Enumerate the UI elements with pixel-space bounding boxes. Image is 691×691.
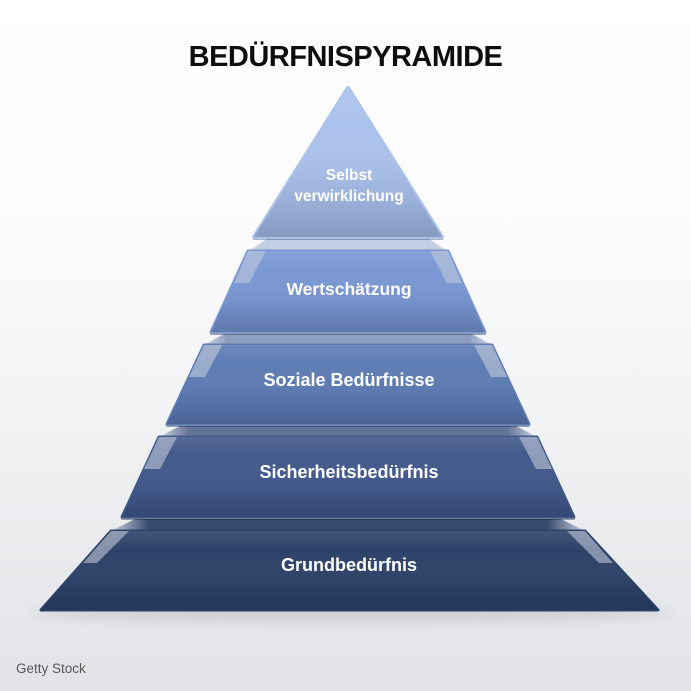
- level-label-sicherheitsbeduerfnis: Sicherheitsbedürfnis: [259, 462, 438, 483]
- pyramid-level-4: [120, 423, 576, 519]
- level-4-bevel-left: [144, 437, 177, 469]
- level-5-bevel-right: [567, 531, 613, 563]
- level-label-grundbeduerfnis: Grundbedürfnis: [281, 555, 417, 576]
- level-label-line: verwirklichung: [294, 188, 404, 205]
- pyramid-level-5: [39, 516, 660, 612]
- level-label-line: Selbst: [325, 167, 373, 184]
- level-2-face-shade: [211, 251, 485, 332]
- level-2-top-band: [248, 239, 448, 251]
- level-label-line: Wertschätzung: [286, 279, 412, 299]
- level-3-bevel-right: [474, 345, 507, 377]
- level-3-top-band: [204, 334, 492, 345]
- watermark: Getty Stock: [16, 661, 86, 676]
- level-5-top-band: [111, 519, 585, 531]
- level-5-bevel-left: [83, 531, 129, 563]
- level-4-bevel-right: [519, 437, 552, 469]
- level-4-top-band: [159, 426, 537, 437]
- pyramid-level-2: [209, 236, 487, 334]
- pyramid-level-3: [165, 331, 531, 426]
- level-3-face-shade: [167, 345, 529, 424]
- page-title: BEDÜRFNISPYRAMIDE: [188, 41, 503, 73]
- level-label-line: Sicherheitsbedürfnis: [259, 462, 439, 482]
- level-label-line: Soziale Bedürfnisse: [263, 370, 435, 390]
- level-5-face-shade: [41, 531, 658, 610]
- level-label-soziale-beduerfnisse: Soziale Bedürfnisse: [263, 370, 434, 391]
- level-2-bevel-left: [234, 251, 266, 283]
- level-3-bevel-left: [189, 345, 222, 377]
- level-4-face-shade: [122, 437, 574, 517]
- level-2-bevel-right: [430, 251, 462, 283]
- level-1-face-shade: [254, 88, 442, 237]
- pyramid-level-1: [252, 86, 444, 239]
- level-label-line: Grundbedürfnis: [281, 555, 417, 575]
- level-label-selbstverwirklichung: Selbst verwirklichung: [294, 165, 403, 207]
- level-label-wertschaetzung: Wertschätzung: [286, 279, 411, 300]
